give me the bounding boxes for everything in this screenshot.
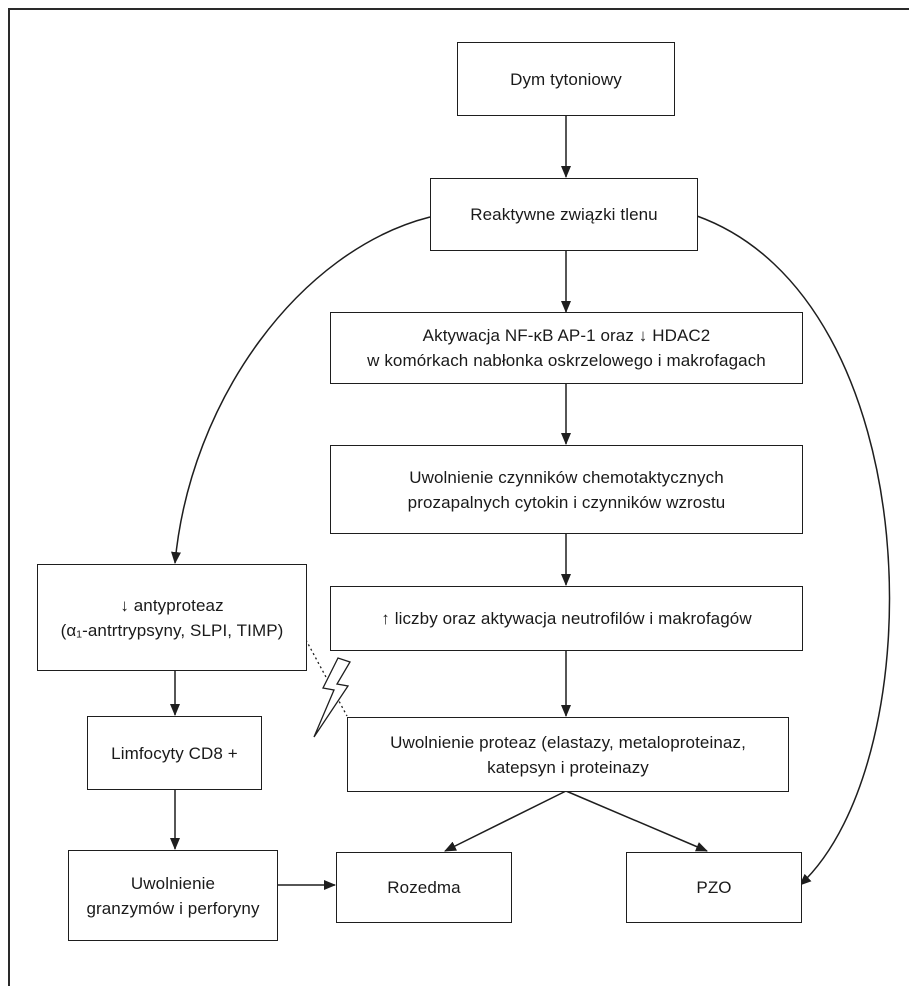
node-proteases-line-2: katepsyn i proteinazy [487,757,649,777]
node-neutrophils-line-1: ↑ liczby oraz aktywacja neutrofilów i ma… [381,609,752,628]
frame-top-border [8,8,909,10]
node-copd: PZO [626,852,802,923]
node-copd-line-1: PZO [696,878,732,897]
edge-imbalance-dotted [305,639,348,717]
node-neutrophils: ↑ liczby oraz aktywacja neutrofilów i ma… [330,586,803,651]
node-antiproteases-line-2: (α₁-antrtrypsyny, SLPI, TIMP) [60,620,284,640]
frame-left-border [8,8,10,986]
node-activation: Aktywacja NF-κB AP-1 oraz ↓ HDAC2 w komó… [330,312,803,384]
node-ros-line-1: Reaktywne związki tlenu [470,205,658,224]
node-release-factors-line-1: Uwolnienie czynników chemotaktycznych [409,467,724,487]
node-activation-line-1: Aktywacja NF-κB AP-1 oraz ↓ HDAC2 [422,326,711,345]
edge-ros-antiproteases [171,216,431,564]
node-activation-line-2: w komórkach nabłonka oskrzelowego i makr… [367,351,766,370]
node-antiproteases: ↓ antyproteaz (α₁-antrtrypsyny, SLPI, TI… [37,564,307,671]
node-antiproteases-line-1: ↓ antyproteaz [120,595,224,615]
node-release-factors: Uwolnienie czynników chemotaktycznych pr… [330,445,803,534]
node-granzymes: Uwolnienie granzymów i perforyny [68,850,278,941]
node-cd8: Limfocyty CD8 + [87,716,262,790]
lightning-icon [313,657,351,738]
node-emphysema: Rozedma [336,852,512,923]
edge-proteases-copd [565,790,708,852]
node-granzymes-line-2: granzymów i perforyny [86,898,260,918]
node-release-factors-line-2: prozapalnych cytokin i czynników wzrostu [407,492,726,512]
node-cd8-line-1: Limfocyty CD8 + [111,743,238,763]
edge-ros-copd [696,215,891,886]
node-ros: Reaktywne związki tlenu [430,178,698,251]
edge-proteases-emphysema [444,790,567,852]
node-proteases: Uwolnienie proteaz (elastazy, metaloprot… [347,717,789,792]
node-proteases-line-1: Uwolnienie proteaz (elastazy, metaloprot… [390,732,746,752]
node-smoke: Dym tytoniowy [457,42,675,116]
node-emphysema-line-1: Rozedma [387,878,461,897]
node-granzymes-line-1: Uwolnienie [130,873,216,893]
node-smoke-line-1: Dym tytoniowy [510,69,622,89]
